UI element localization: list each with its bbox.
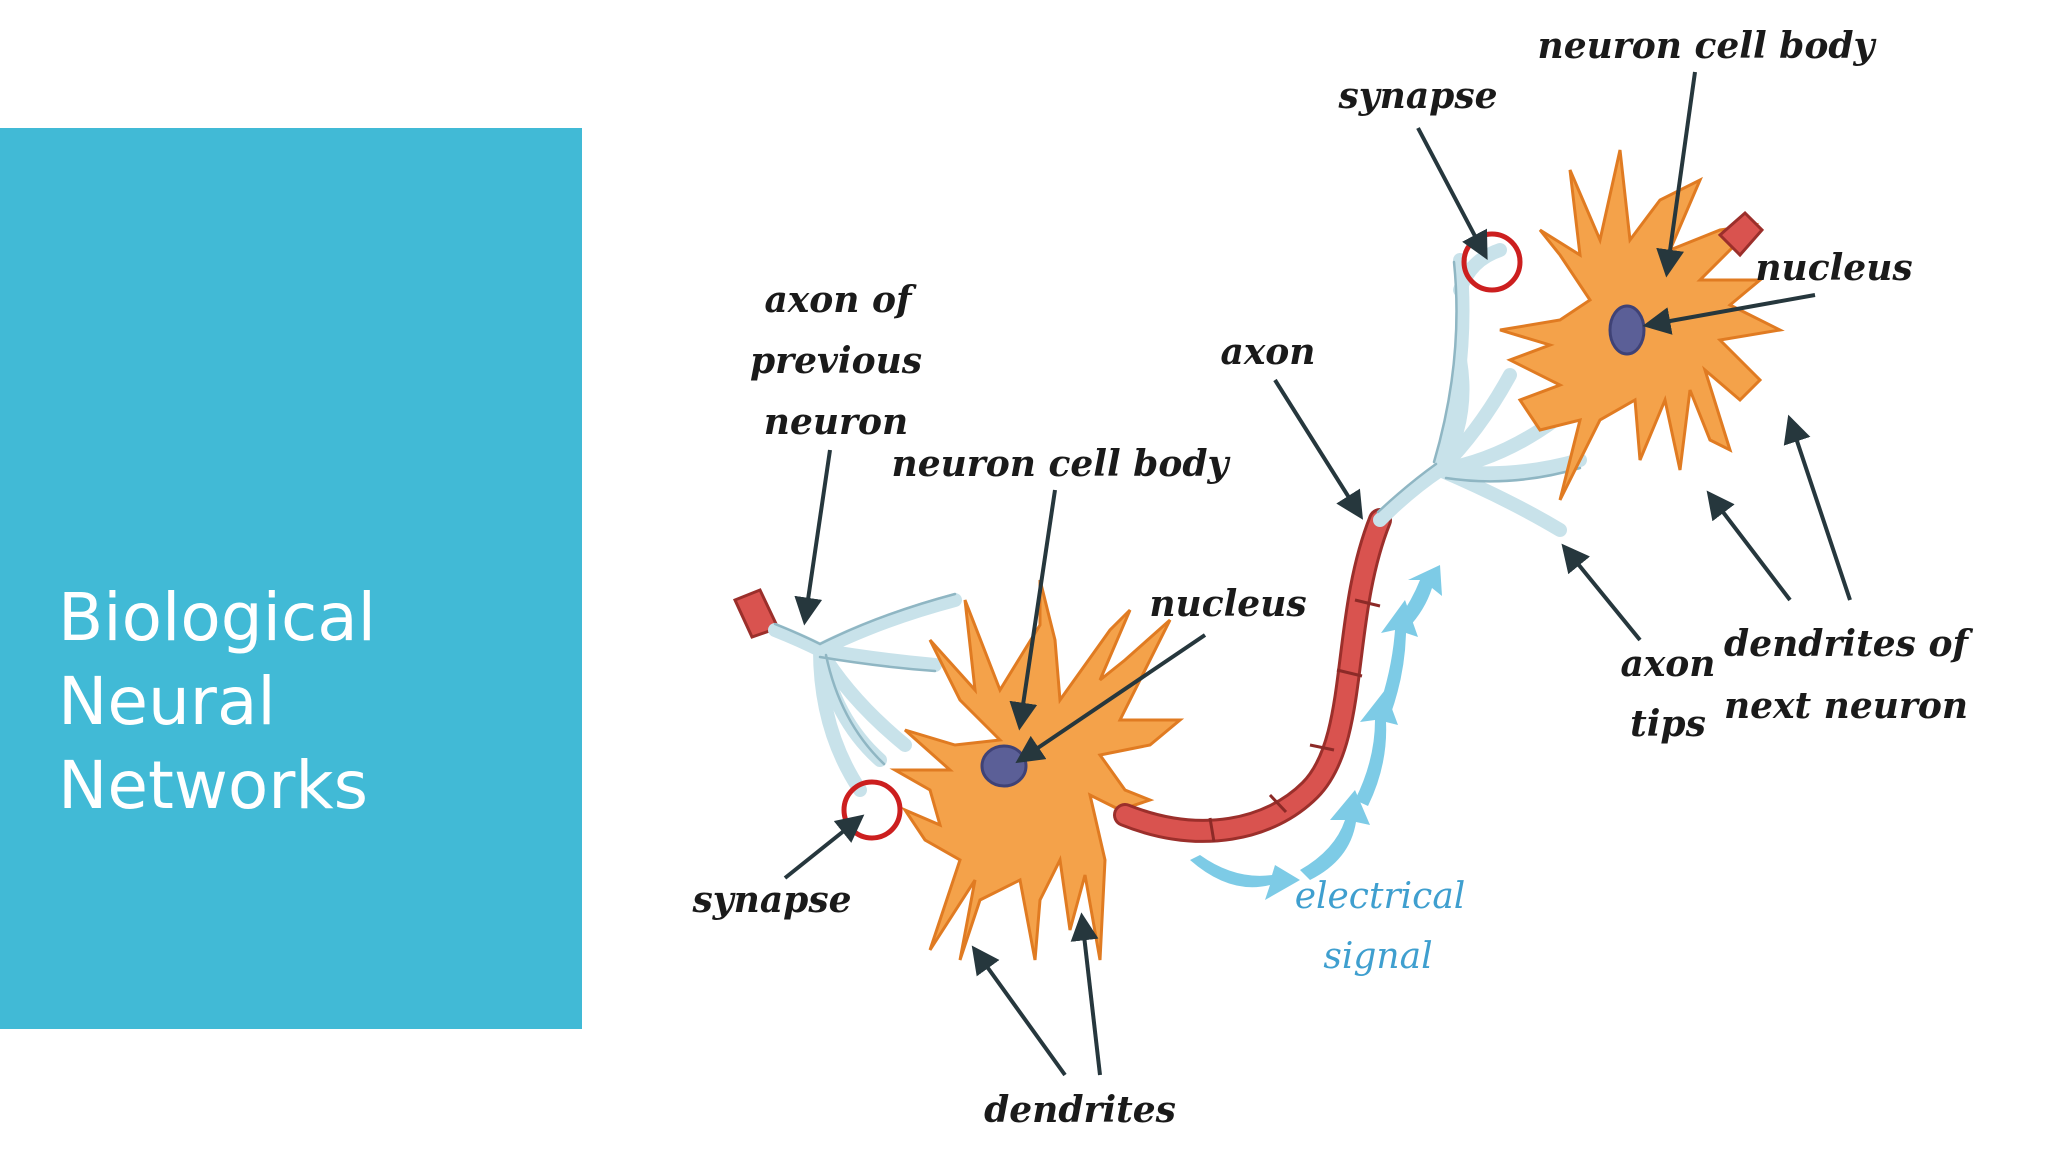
- neuron-diagram: axon of previous neuron neuron cell body…: [691, 25, 1973, 1131]
- arrow-nucleus-right: [1642, 293, 1816, 335]
- previous-axon-terminals: [768, 593, 962, 797]
- label-dendrites: dendrites: [984, 1089, 1176, 1131]
- left-synapse-ring: [841, 779, 903, 841]
- arrow-cell-body-right: [1656, 71, 1697, 278]
- title-line-2: Neural: [58, 663, 276, 740]
- label-axon-of-previous-1: axon of: [764, 279, 917, 321]
- title-line-3: Networks: [58, 747, 368, 824]
- right-neuron: [1373, 149, 1785, 537]
- label-synapse-right: synapse: [1337, 75, 1497, 117]
- label-electrical-signal-1: electrical: [1295, 876, 1466, 917]
- arrow-dendrites-next-2: [1783, 414, 1852, 601]
- label-dendrites-next-2: next neuron: [1724, 685, 1968, 727]
- right-synapse-ring: [1461, 231, 1523, 293]
- pointer-arrows: [783, 71, 1852, 1077]
- label-cell-body-left: neuron cell body: [892, 443, 1231, 485]
- slide-title: Biological Neural Networks: [58, 576, 538, 828]
- electrical-signal-arrows: [1190, 565, 1442, 900]
- label-axon-tips-1: axon: [1621, 643, 1716, 685]
- label-nucleus-right: nucleus: [1755, 247, 1912, 289]
- label-cell-body-right: neuron cell body: [1538, 25, 1877, 67]
- left-neuron: [732, 579, 1185, 961]
- label-dendrites-next-1: dendrites of: [1724, 623, 1973, 665]
- label-axon-tips-2: tips: [1630, 703, 1706, 745]
- title-line-1: Biological: [58, 579, 377, 656]
- arrow-axon: [1273, 378, 1363, 520]
- arrow-axon-tips: [1561, 543, 1642, 642]
- next-axon-stub: [1717, 210, 1765, 258]
- arrow-dendrites-1: [971, 945, 1067, 1077]
- arrow-synapse-left: [783, 814, 865, 880]
- left-cell-body: [889, 579, 1185, 961]
- axon-segments: [1208, 598, 1381, 843]
- left-nucleus: [980, 744, 1028, 788]
- right-nucleus: [1608, 304, 1646, 356]
- arrow-cell-body-left: [1009, 489, 1057, 731]
- title-panel: Biological Neural Networks: [0, 128, 582, 1029]
- arrow-nucleus-left: [1015, 633, 1207, 764]
- label-axon: axon: [1221, 331, 1316, 373]
- label-electrical-signal-2: signal: [1323, 936, 1432, 977]
- diagram-labels: axon of previous neuron neuron cell body…: [691, 25, 1973, 1131]
- arrow-dendrites-2: [1070, 912, 1102, 1076]
- label-nucleus-left: nucleus: [1149, 583, 1306, 625]
- label-synapse-left: synapse: [691, 879, 851, 921]
- arrow-dendrites-next-1: [1706, 490, 1792, 602]
- label-axon-of-previous-2: previous: [750, 340, 922, 382]
- arrow-axon-of-previous: [794, 449, 832, 626]
- label-axon-of-previous-3: neuron: [764, 401, 908, 443]
- arrow-synapse-right: [1416, 127, 1488, 260]
